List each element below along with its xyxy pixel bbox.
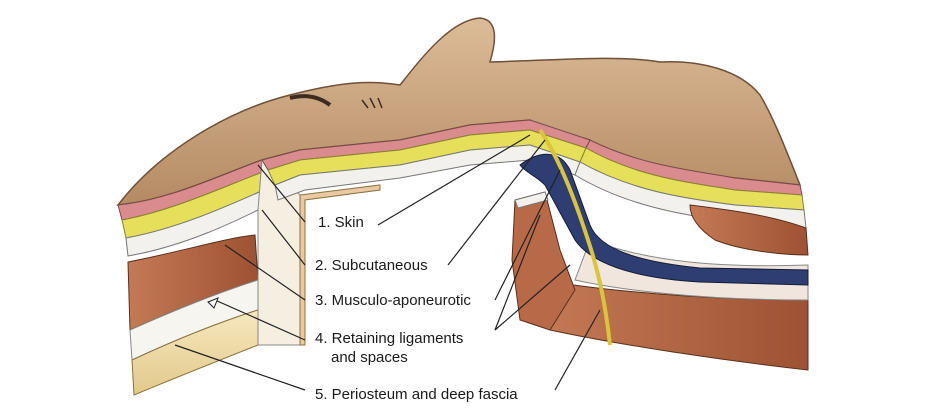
arrow-marker: [207, 297, 219, 309]
leader-lines: [174, 134, 601, 391]
label-musculo-aponeurotic: 3. Musculo-aponeurotic: [315, 292, 471, 309]
label-periosteum: 5. Periosteum and deep fascia: [315, 386, 518, 403]
right-block-top: [514, 191, 549, 209]
label-retaining-spaces: and spaces: [331, 349, 408, 366]
left-wall-inner: [299, 184, 381, 346]
right-deep-muscle: [539, 279, 809, 371]
nerve: [538, 128, 612, 346]
eyelashes: [361, 97, 383, 109]
label-subcutaneous: 2. Subcutaneous: [315, 257, 428, 274]
label-skin: 1. Skin: [318, 214, 364, 231]
label-retaining-ligaments: 4. Retaining ligaments: [315, 330, 464, 347]
eyebrow: [289, 94, 332, 107]
right-block-side: [511, 191, 576, 331]
right-muscle: [689, 204, 809, 256]
